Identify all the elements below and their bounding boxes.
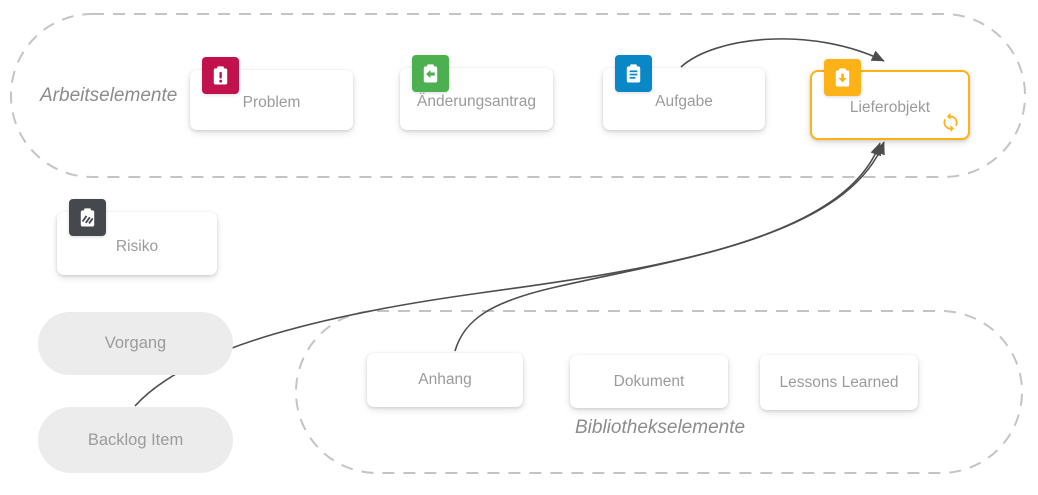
- change-request-clipboard-arrow-left-icon: [412, 55, 449, 92]
- node-label: Dokument: [613, 372, 685, 390]
- node-aenderungsantrag[interactable]: Änderungsantrag: [400, 55, 553, 130]
- node-dokument[interactable]: Dokument: [570, 355, 728, 408]
- node-label: Backlog Item: [87, 430, 184, 449]
- node-label: Risiko: [115, 237, 159, 255]
- node-label: Anhang: [418, 371, 472, 388]
- deliverable-clipboard-arrow-down-icon: [824, 59, 861, 96]
- node-risiko[interactable]: Risiko: [57, 199, 217, 275]
- connection-aufgabe-to-lieferobjekt: [680, 38, 885, 68]
- sync-icon: [940, 112, 961, 133]
- problem-clipboard-exclamation-icon: [202, 57, 239, 94]
- bibliothekselemente-group-outline: [295, 310, 1023, 474]
- node-lessons-learned[interactable]: Lessons Learned: [760, 355, 918, 410]
- node-aufgabe[interactable]: Aufgabe: [603, 55, 765, 130]
- node-label: Problem: [242, 94, 301, 111]
- task-clipboard-list-icon: [615, 55, 652, 92]
- arbeitselemente-group-label: Arbeitselemente: [40, 85, 178, 106]
- node-anhang[interactable]: Anhang: [367, 353, 523, 407]
- node-problem[interactable]: Problem: [190, 57, 353, 130]
- node-backlog-item[interactable]: Backlog Item: [38, 407, 233, 473]
- connection-anhang-to-lieferobjekt: [454, 141, 885, 352]
- node-vorgang[interactable]: Vorgang: [38, 312, 233, 375]
- arbeitselemente-group-outline: [10, 13, 1026, 178]
- node-lieferobjekt[interactable]: Lieferobjekt: [810, 59, 970, 140]
- node-label: Änderungsantrag: [417, 93, 536, 110]
- bibliothekselemente-group-label: Bibliothekselemente: [575, 417, 746, 438]
- node-label: Aufgabe: [655, 93, 713, 110]
- risk-clipboard-stripes-icon: [69, 199, 106, 236]
- node-label: Lessons Learned: [779, 373, 899, 391]
- node-label: Vorgang: [104, 334, 167, 352]
- node-label: Lieferobjekt: [849, 99, 931, 116]
